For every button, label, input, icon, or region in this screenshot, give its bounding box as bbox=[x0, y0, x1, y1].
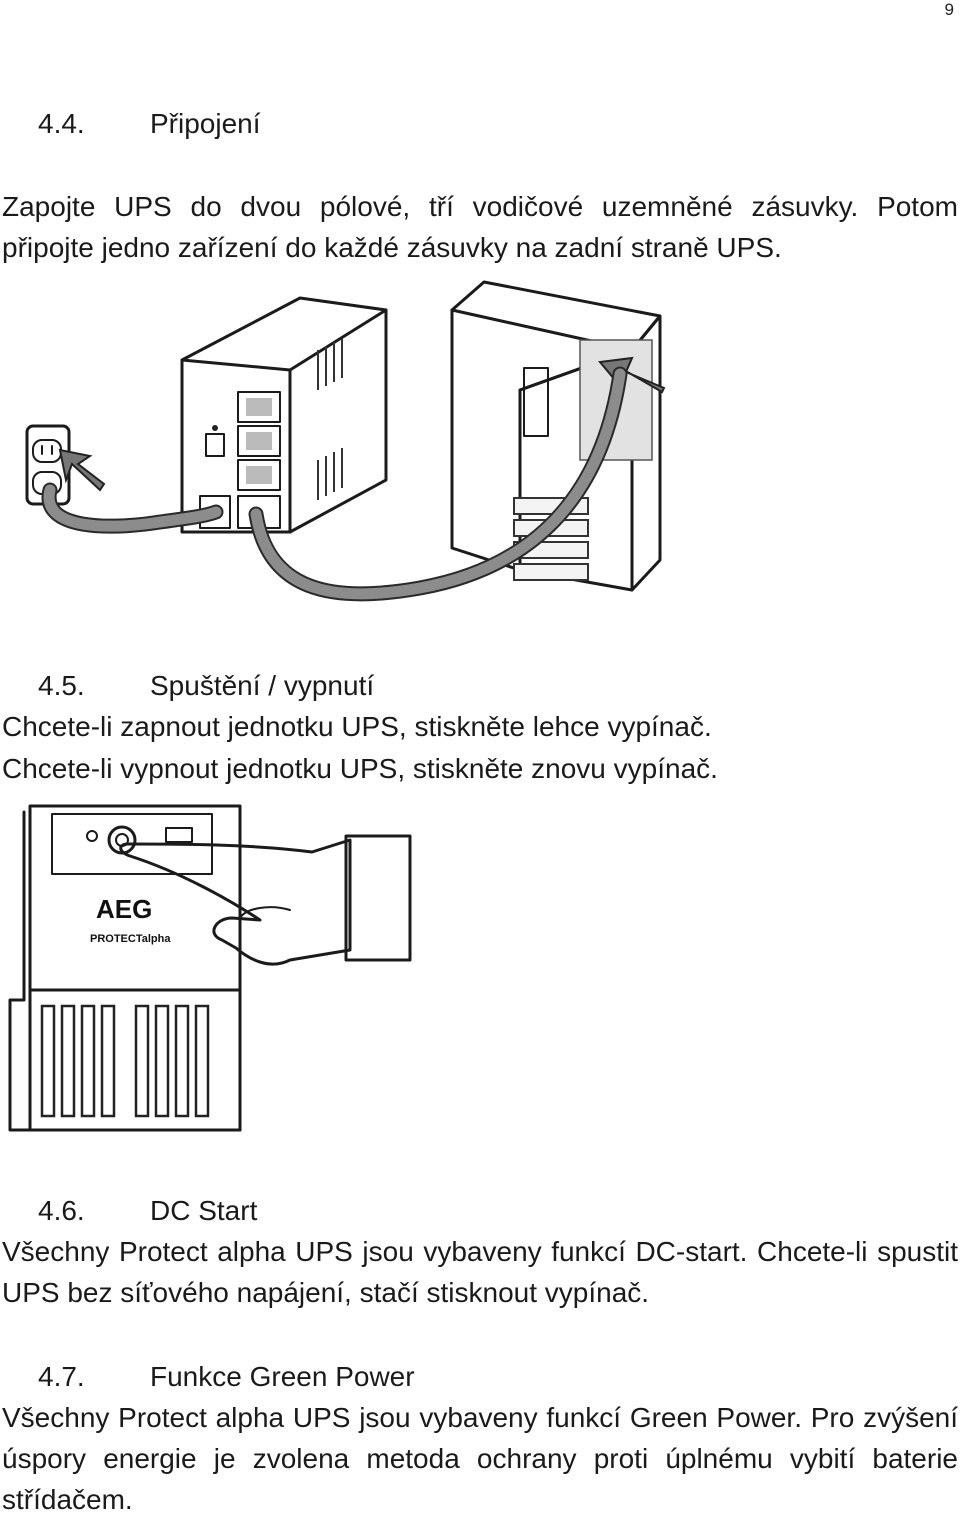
paragraph-dc-start: Všechny Protect alpha UPS jsou vybaveny … bbox=[2, 1236, 958, 1308]
paragraph-green-power: Všechny Protect alpha UPS jsou vybaveny … bbox=[2, 1402, 958, 1515]
section-title: Spuštění / vypnutí bbox=[150, 670, 375, 701]
brand-logo: AEG bbox=[96, 894, 152, 924]
paragraph-connection: Zapojte UPS do dvou pólové, tří vodičové… bbox=[2, 191, 958, 263]
ups-rear-unit bbox=[180, 296, 388, 534]
hand-pressing-button bbox=[119, 834, 412, 966]
section-heading-power: 4.5. Spuštění / vypnutí bbox=[38, 669, 374, 703]
paragraph-power-on: Chcete-li zapnout jednotku UPS, stisknět… bbox=[2, 711, 712, 742]
connection-diagram bbox=[25, 280, 666, 602]
section-number: 4.5. bbox=[38, 670, 85, 701]
computer-tower bbox=[450, 280, 662, 592]
power-button-figure: AEG PROTECTalpha bbox=[8, 804, 412, 1132]
section-heading-dc-start: 4.6. DC Start bbox=[38, 1194, 257, 1228]
section-number: 4.4. bbox=[38, 108, 85, 139]
section-heading-green-power: 4.7. Funkce Green Power bbox=[38, 1360, 415, 1394]
section-number: 4.6. bbox=[38, 1195, 85, 1226]
section-title: DC Start bbox=[150, 1195, 258, 1226]
section-heading-connection: 4.4. Připojení bbox=[38, 107, 261, 141]
model-logo: PROTECTalpha bbox=[90, 933, 171, 945]
page-number: 9 bbox=[944, 0, 954, 19]
arrow-outlet bbox=[58, 448, 106, 492]
section-number: 4.7. bbox=[38, 1361, 85, 1392]
paragraph-power-off: Chcete-li vypnout jednotku UPS, stisknět… bbox=[2, 753, 718, 784]
section-title: Připojení bbox=[150, 108, 261, 139]
section-title: Funkce Green Power bbox=[150, 1361, 415, 1392]
ups-front-unit bbox=[8, 804, 242, 1132]
